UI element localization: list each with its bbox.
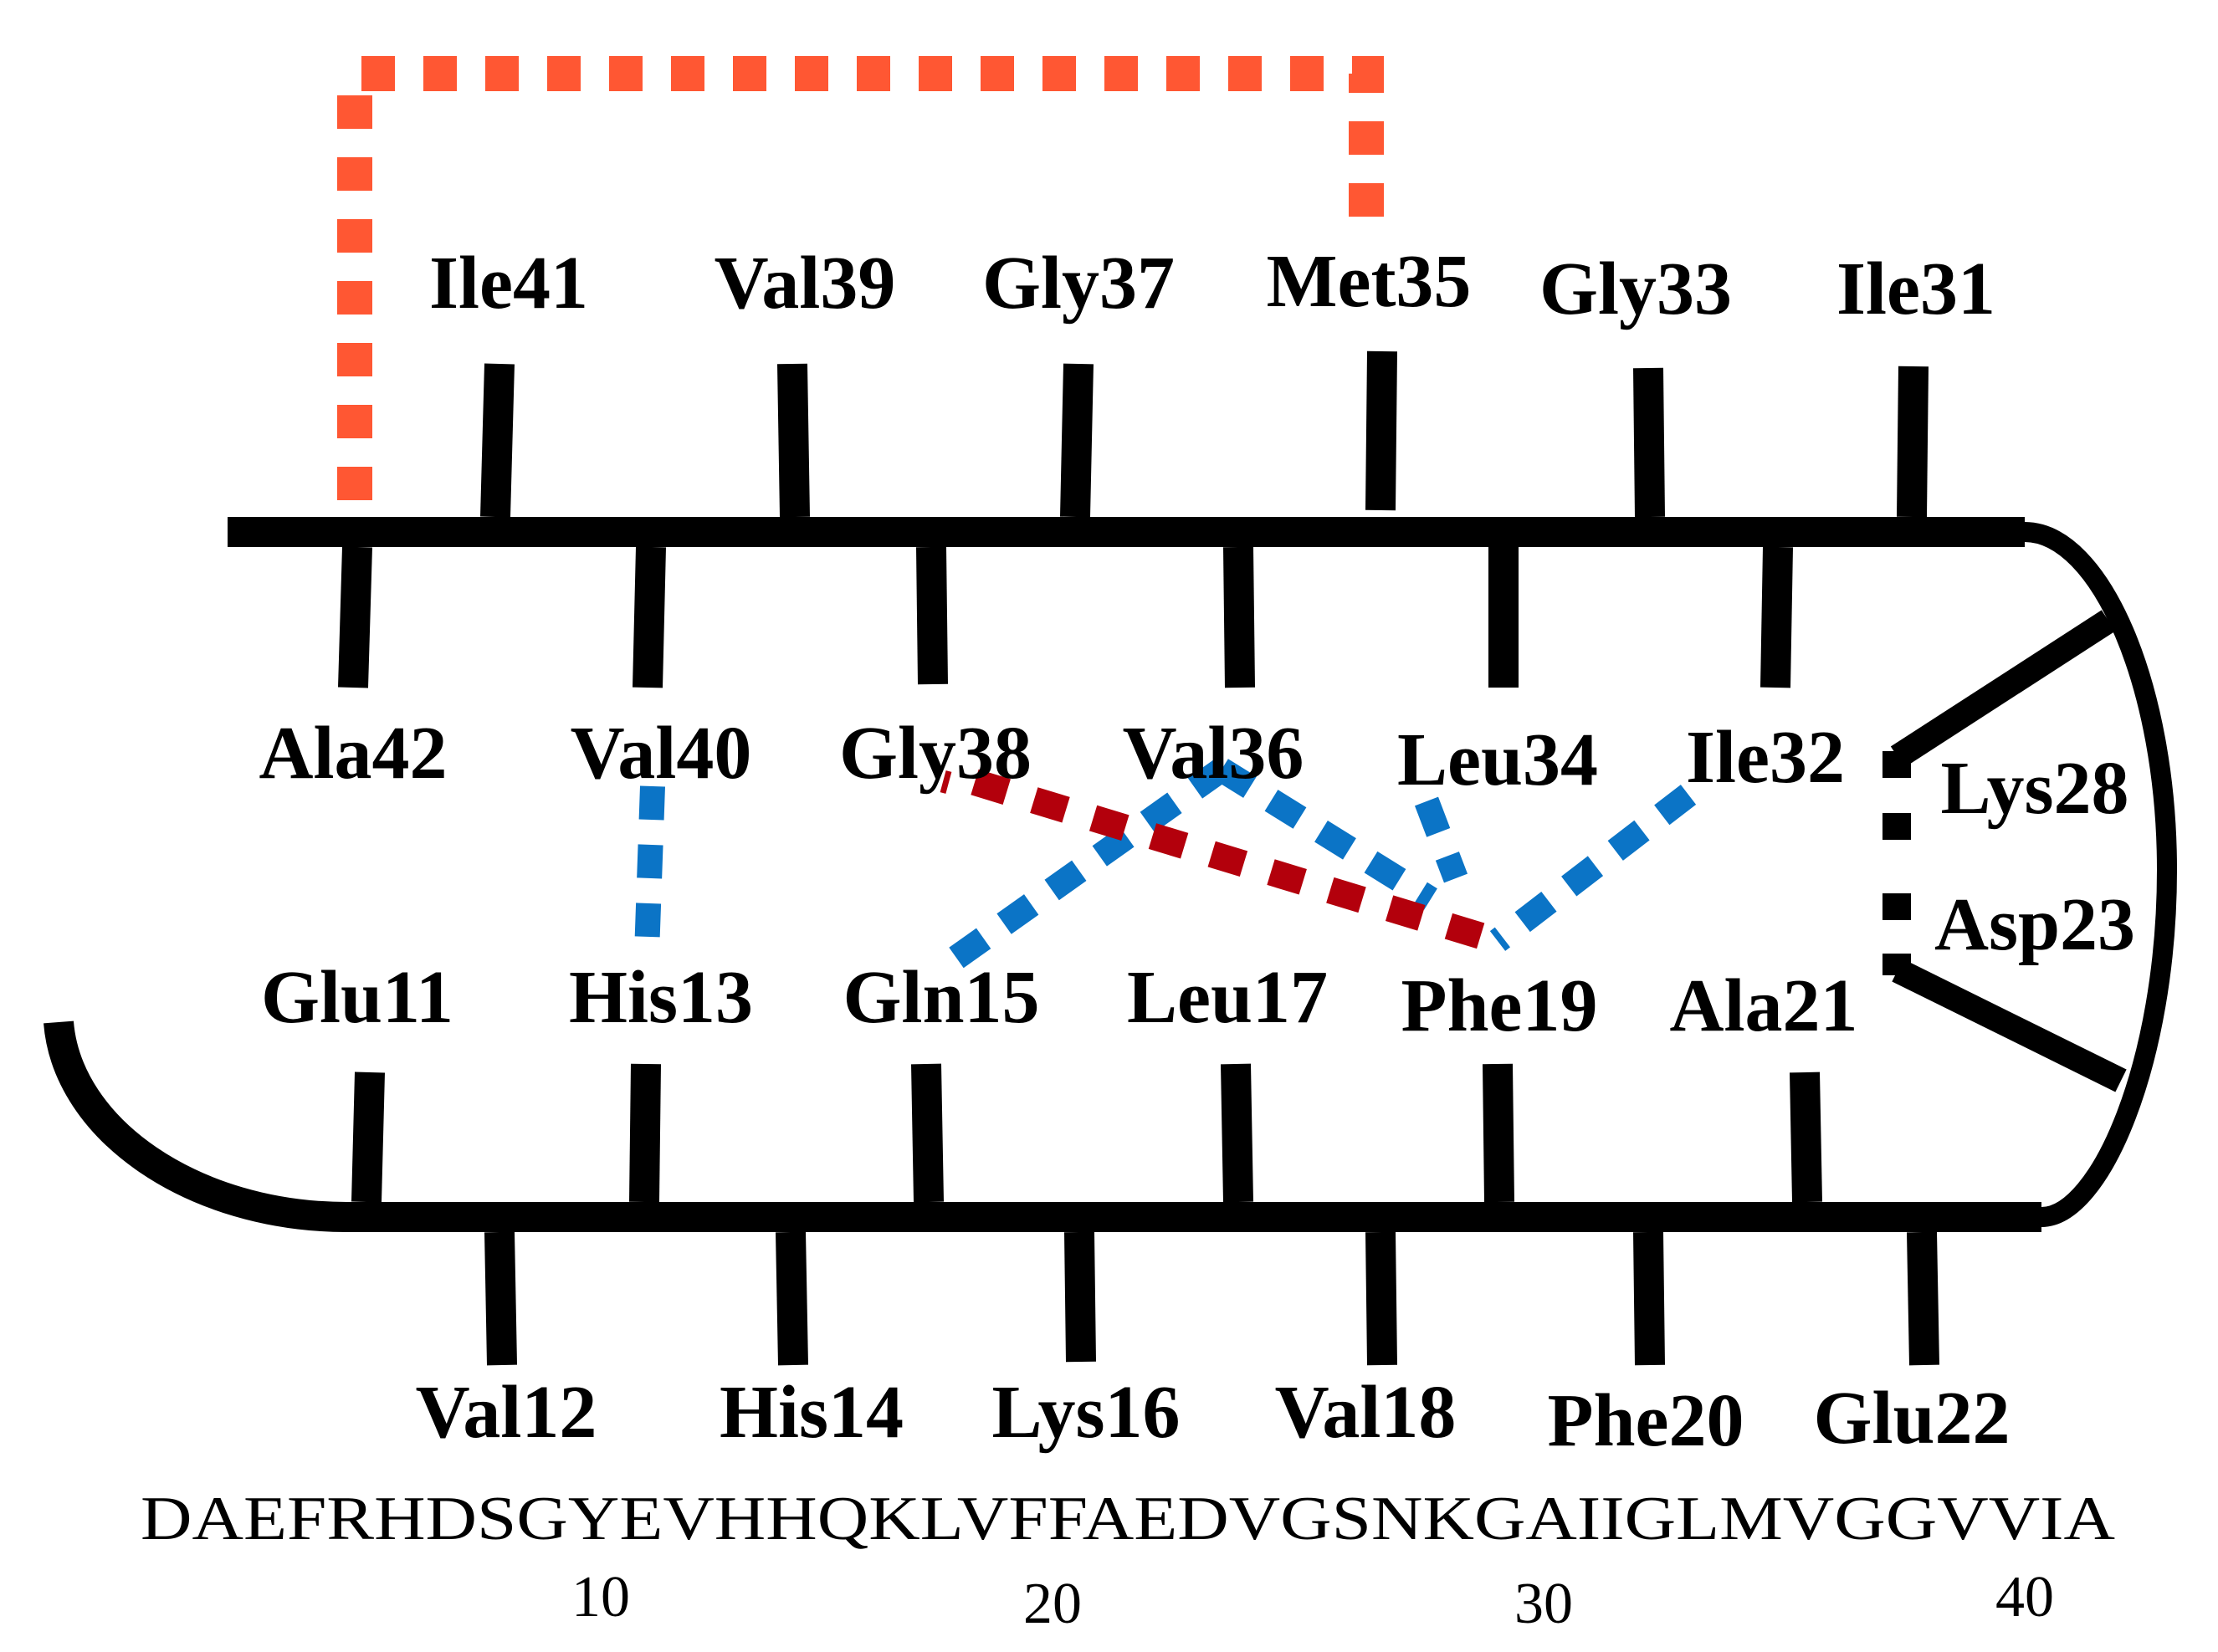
- labels-lower-inner: Glu11 His13 Gln15 Leu17 Phe19 Ala21: [261, 956, 1858, 1047]
- sidechain-gly37: [1060, 363, 1094, 518]
- contact-val36-phe19: [1215, 759, 1437, 910]
- label-phe20: Phe20: [1548, 1379, 1744, 1462]
- sidechain-lys28: [1890, 610, 2116, 768]
- sequence-position-numbers: 10 20 30 40: [571, 1565, 2054, 1636]
- labels-lower-outer: Val12 His14 Lys16 Val18 Phe20 Glu22: [416, 1371, 2011, 1462]
- label-val39: Val39: [715, 242, 896, 325]
- sidechain-ile41: [480, 363, 515, 518]
- label-lys16: Lys16: [991, 1371, 1180, 1454]
- backbone: [44, 517, 2178, 1232]
- label-val12: Val12: [416, 1371, 597, 1454]
- label-leu17: Leu17: [1127, 956, 1328, 1039]
- upper-inner-sidechains: [338, 546, 1793, 688]
- contact-ile32-phe19: [1489, 785, 1697, 951]
- label-ile41: Ile41: [429, 242, 588, 325]
- label-his14: His14: [720, 1371, 904, 1454]
- sidechain-gly38: [916, 546, 948, 685]
- label-ala42: Ala42: [259, 712, 448, 795]
- label-val18: Val18: [1275, 1371, 1457, 1454]
- position-10: 10: [571, 1565, 630, 1629]
- position-40: 40: [1995, 1565, 2054, 1629]
- sidechain-ala21: [1790, 1071, 1822, 1203]
- label-ile31: Ile31: [1836, 248, 1995, 330]
- label-ala21: Ala21: [1670, 964, 1858, 1047]
- sidechain-val39: [777, 363, 810, 518]
- lower-inner-sidechains: [351, 1063, 1822, 1203]
- sidechain-phe20: [1633, 1231, 1665, 1366]
- c-terminal-turn-arc: [2024, 522, 2178, 1227]
- sidechain-val36: [1223, 546, 1255, 688]
- sidechain-gly33: [1633, 367, 1665, 518]
- label-gln15: Gln15: [843, 956, 1039, 1039]
- label-glu22: Glu22: [1813, 1377, 2010, 1460]
- sidechain-his13: [629, 1063, 661, 1203]
- contact-red-tick: [940, 770, 952, 794]
- salt-bridge-lys28-asp23: [1882, 751, 1911, 975]
- sidechain-glu11: [351, 1071, 385, 1203]
- sidechain-his14: [776, 1231, 808, 1366]
- sidechain-val12: [484, 1231, 517, 1366]
- position-20: 20: [1023, 1572, 1082, 1636]
- label-asp23: Asp23: [1934, 883, 2135, 966]
- sidechain-lys16: [1064, 1231, 1096, 1363]
- sidechain-ile31: [1897, 366, 1929, 518]
- sidechain-ala42: [338, 546, 372, 688]
- turn-sidechains: [1890, 610, 2127, 1092]
- label-ile32: Ile32: [1686, 716, 1845, 799]
- labels-turn: Lys28 Asp23: [1934, 747, 2135, 966]
- label-glu11: Glu11: [261, 956, 453, 1039]
- sidechain-val18: [1365, 1231, 1397, 1366]
- sidechain-val40: [633, 546, 666, 688]
- sidechain-leu17: [1221, 1063, 1253, 1203]
- contact-red: [940, 769, 1502, 954]
- upper-outer-sidechains: [480, 350, 1929, 518]
- labels-upper-inner: Ala42 Val40 Gly38 Val36 Leu34 Ile32: [259, 712, 1845, 801]
- contact-leu34-phe19: [1414, 796, 1468, 883]
- label-val40: Val40: [571, 712, 752, 795]
- sidechain-ile32: [1760, 546, 1793, 688]
- labels-upper-outer: Ile41 Val39 Gly37 Met35 Gly33 Ile31: [429, 240, 1995, 330]
- sidechain-glu22: [1907, 1231, 1939, 1366]
- label-leu34: Leu34: [1397, 719, 1598, 801]
- sidechain-gln15: [911, 1063, 944, 1203]
- hydrophobic-contacts-blue: [634, 759, 1697, 969]
- label-lys28: Lys28: [1940, 747, 2128, 830]
- label-gly37: Gly37: [982, 242, 1175, 325]
- n-terminal-hook: [44, 1020, 348, 1232]
- contact-gly38-phe19: [971, 769, 1502, 954]
- lower-outer-sidechains: [484, 1231, 1939, 1366]
- contact-met35-ala42: [337, 56, 1384, 500]
- label-his13: His13: [569, 956, 753, 1039]
- label-met35: Met35: [1267, 240, 1472, 323]
- label-phe19: Phe19: [1401, 964, 1598, 1047]
- sidechain-phe19: [1483, 1063, 1514, 1203]
- label-val36: Val36: [1123, 712, 1304, 795]
- sidechain-asp23: [1892, 959, 2127, 1092]
- contact-val40-his13: [634, 785, 665, 954]
- label-gly38: Gly38: [839, 712, 1032, 795]
- label-gly33: Gly33: [1539, 248, 1732, 330]
- sequence-text: DAEFRHDSGYEVHHQKLVFFAEDVGSNKGAIIGLMVGGVV…: [141, 1485, 2115, 1553]
- sidechain-met35: [1365, 350, 1397, 511]
- position-30: 30: [1514, 1572, 1573, 1636]
